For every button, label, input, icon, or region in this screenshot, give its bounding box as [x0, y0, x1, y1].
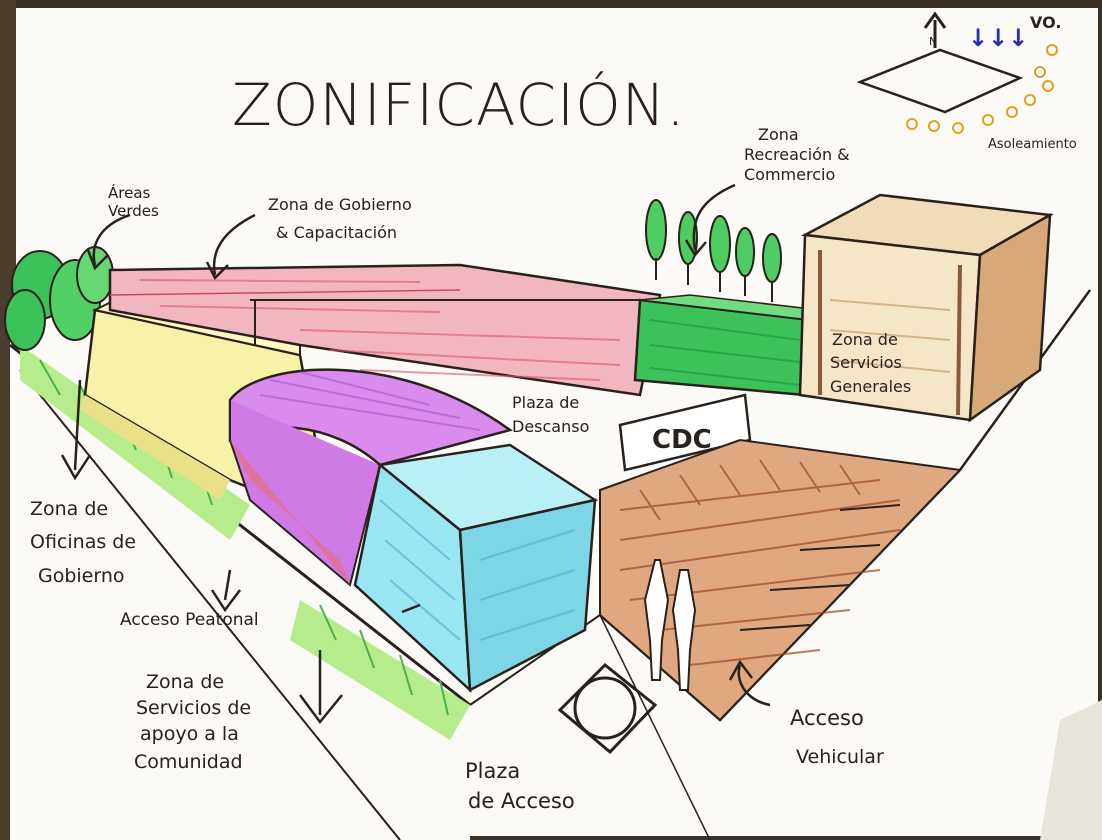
north-label: N — [929, 35, 937, 48]
label-zona-recreacion-1: Zona — [758, 125, 799, 144]
label-oficinas-3: Gobierno — [38, 565, 125, 587]
blue-cube — [353, 443, 599, 694]
people-figures — [643, 559, 697, 691]
paper-corner-fold — [1040, 700, 1102, 840]
trees-left — [4, 246, 114, 351]
label-acceso-peatonal: Acceso Peatonal — [120, 610, 259, 630]
label-acceso-vehicular-1: Acceso — [790, 706, 864, 730]
label-servicios-apoyo-4: Comunidad — [134, 751, 243, 773]
diagram-title: ZONIFICACIÓN. — [232, 70, 686, 139]
wind-arrows-icon: ↓↓↓ — [968, 24, 1028, 52]
asoleamiento-label: Asoleamiento — [988, 137, 1077, 152]
label-servicios-apoyo-3: apoyo a la — [140, 723, 239, 745]
label-zona-gobierno-2: & Capacitación — [276, 223, 397, 242]
zone-labels: Áreas Verdes Zona de Gobierno & Capacita… — [30, 125, 911, 813]
label-zona-recreacion-2: Recreación & — [744, 145, 850, 164]
label-servicios-generales-1: Zona de — [832, 330, 898, 349]
label-areas-verdes-2: Verdes — [108, 202, 159, 220]
label-plaza-acceso-2: de Acceso — [468, 789, 575, 813]
label-oficinas-1: Zona de — [30, 498, 108, 520]
cdc-label: CDC — [652, 425, 712, 455]
roundabout-icon — [557, 662, 658, 755]
callout-arrows — [60, 183, 771, 725]
green-strip-lower — [290, 600, 470, 740]
label-servicios-apoyo-1: Zona de — [146, 671, 224, 693]
sun-path-icon — [906, 44, 1058, 134]
label-plaza-descanso-2: Descanso — [512, 417, 589, 436]
north-arrow-icon — [923, 11, 947, 48]
label-areas-verdes-1: Áreas — [108, 183, 151, 202]
cdc-wall: CDC — [618, 393, 752, 472]
pink-block — [108, 263, 662, 397]
green-block — [633, 294, 822, 397]
label-oficinas-2: Oficinas de — [30, 531, 136, 553]
label-plaza-acceso-1: Plaza — [465, 759, 520, 783]
label-plaza-descanso-1: Plaza de — [512, 393, 579, 412]
label-servicios-apoyo-2: Servicios de — [136, 697, 251, 719]
label-zona-recreacion-3: Commercio — [744, 165, 835, 184]
tan-building — [798, 193, 1054, 423]
vo-label: VO. — [1030, 13, 1061, 32]
label-acceso-vehicular-2: Vehicular — [796, 746, 884, 768]
label-servicios-generales-2: Servicios — [830, 353, 902, 372]
site-plan-rhombus — [856, 48, 1024, 114]
compass-diagram: N VO. ↓↓↓ Asoleamiento — [856, 11, 1077, 152]
label-servicios-generales-3: Generales — [830, 377, 911, 396]
label-zona-gobierno-1: Zona de Gobierno — [268, 195, 412, 214]
purple-vault — [228, 368, 513, 587]
